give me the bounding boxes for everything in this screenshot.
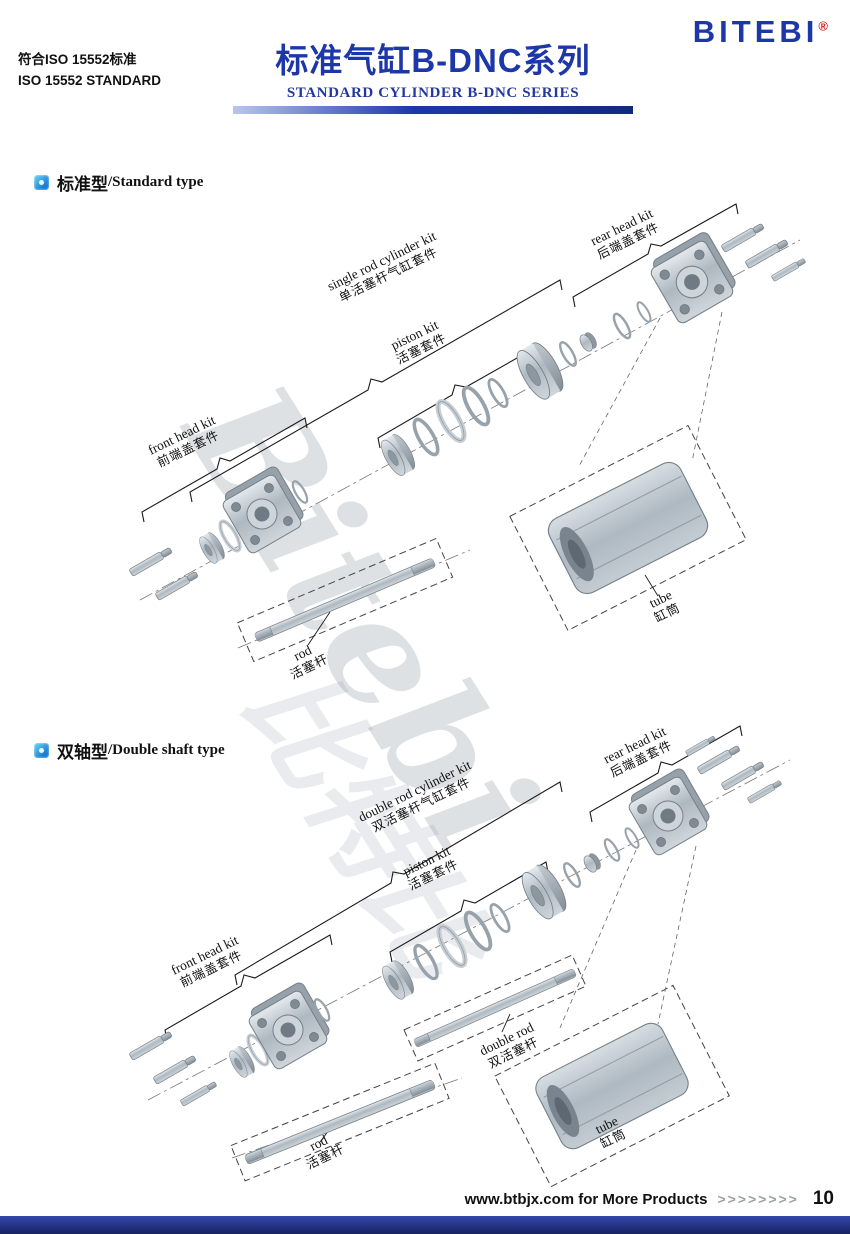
bracket-rear-head-kit xyxy=(589,725,743,823)
footer-arrows: >>>>>>>> xyxy=(717,1191,799,1207)
title-block: 标准气缸B-DNC系列 STANDARD CYLINDER B-DNC SERI… xyxy=(233,34,633,114)
rod-leader-line xyxy=(307,611,331,646)
title-underline-bar xyxy=(233,106,633,114)
o-ring-part xyxy=(556,338,580,370)
piston-nut-part xyxy=(581,850,604,875)
piston-seal-part xyxy=(459,907,497,955)
alignment-dash-line xyxy=(577,317,661,469)
bottom-bar xyxy=(0,1216,850,1234)
tie-rod-part xyxy=(746,779,783,804)
tie-rod-part xyxy=(179,1080,218,1107)
bracket-front-head-kit xyxy=(141,417,308,523)
piston-part xyxy=(515,860,573,924)
registered-trademark: ® xyxy=(818,18,828,34)
double-shaft-type-exploded-diagram xyxy=(128,725,791,1188)
o-ring-part xyxy=(408,414,444,460)
alignment-dash-line xyxy=(559,849,637,1029)
tie-rod-part xyxy=(720,222,766,253)
bracket-single-rod-cylinder-kit xyxy=(189,279,563,503)
piston-seal-part xyxy=(457,382,495,430)
tie-rod-part xyxy=(744,238,790,269)
wear-ring-part xyxy=(433,398,469,444)
cushion-seal-part xyxy=(601,836,623,864)
tie-rod-part xyxy=(152,1054,198,1085)
tie-rod-part xyxy=(684,734,717,757)
page-title: 标准气缸B-DNC系列 xyxy=(275,42,591,79)
tie-rod-part xyxy=(770,257,807,282)
tie-rod-part xyxy=(696,744,742,775)
o-ring-part xyxy=(634,299,654,325)
tie-rod-part xyxy=(128,546,174,577)
bracket-piston-kit xyxy=(389,861,549,963)
tie-rod-part xyxy=(154,570,200,601)
page-footer: www.btbjx.com for More Products >>>>>>>>… xyxy=(465,1188,834,1210)
o-ring-part xyxy=(622,825,642,851)
section-title-cn: 双轴型 xyxy=(57,743,108,762)
bracket-rear-head-kit xyxy=(572,203,739,308)
piston-rod-part xyxy=(253,557,437,643)
alignment-dash-line xyxy=(691,311,723,463)
section-heading-standard-type: 标准型 /Standard type xyxy=(34,170,203,195)
o-ring-part xyxy=(409,940,443,984)
front-head-block-part xyxy=(217,464,309,556)
brand-logo: BITEBI® xyxy=(693,14,828,50)
cushion-disc-part xyxy=(376,430,420,480)
piston-nut-part xyxy=(577,329,600,354)
page-subtitle: STANDARD CYLINDER B-DNC SERIES xyxy=(286,85,580,101)
double-rod-leader-line xyxy=(501,1013,511,1033)
tube-leader-line xyxy=(644,574,659,597)
section-marker-icon xyxy=(34,743,49,758)
tie-rod-part xyxy=(128,1030,174,1061)
section-heading-double-shaft-type: 双轴型 /Double shaft type xyxy=(34,738,225,763)
page-number: 10 xyxy=(812,1188,834,1209)
section-title-cn: 标准型 xyxy=(57,175,108,194)
alignment-dash-line xyxy=(657,845,697,1025)
tube-dashed-box xyxy=(494,984,730,1188)
cushion-seal-part xyxy=(609,310,635,342)
section-marker-icon xyxy=(34,175,49,190)
cushion-disc-part xyxy=(377,957,419,1003)
double-rod-dashed-box xyxy=(403,954,587,1062)
o-ring-part xyxy=(484,375,512,411)
standard-type-exploded-diagram xyxy=(128,203,807,663)
iso-standard-note: 符合ISO 15552标准 ISO 15552 STANDARD xyxy=(18,50,161,92)
bracket-front-head-kit xyxy=(164,934,333,1041)
brand-name: BITEBI xyxy=(692,14,819,49)
iso-standard-en: ISO 15552 STANDARD xyxy=(18,72,162,88)
website-url: www.btbjx.com for More Products xyxy=(464,1191,708,1208)
bracket-double-rod-cylinder-kit xyxy=(234,781,563,986)
section-title-en: /Double shaft type xyxy=(108,742,225,758)
section-title-en: /Standard type xyxy=(108,174,204,190)
tie-rod-part xyxy=(720,760,766,791)
iso-standard-cn: 符合ISO 15552标准 xyxy=(18,52,137,67)
cylinder-tube-part xyxy=(543,457,713,599)
